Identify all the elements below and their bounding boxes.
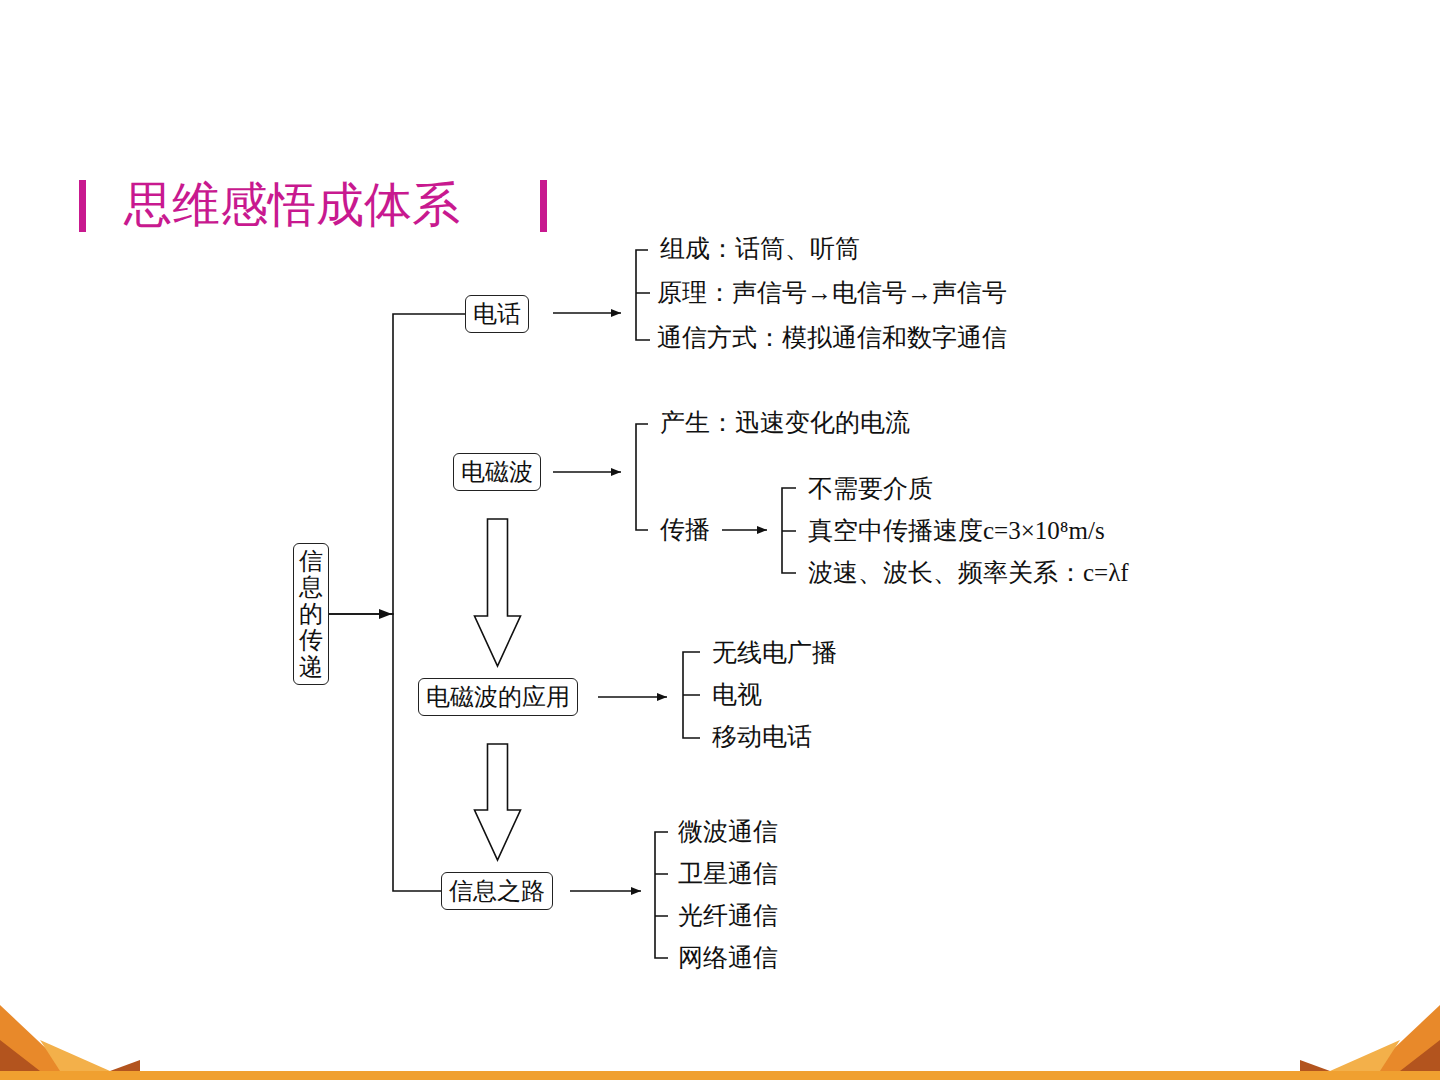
topic-box: 电磁波 [453,453,541,491]
pointer-arrow [570,890,641,892]
box-label: 信息之路 [449,876,545,906]
note-text: 无线电广播 [712,638,837,668]
box-label: 电磁波 [461,457,533,487]
note-text: 原理：声信号→电信号→声信号 [657,278,1007,308]
branch-line [329,314,465,614]
note-text: 真空中传播速度c=3×10⁸m/s [808,516,1105,546]
bottom-band [0,1071,1440,1080]
note-text: 波速、波长、频率关系：c=λf [808,558,1129,588]
note-text: 移动电话 [712,722,812,752]
hollow-arrow [475,744,521,860]
note-text: 网络通信 [678,943,778,973]
topic-box: 信息之路 [441,872,553,910]
topic-box: 电话 [465,295,529,333]
pointer-arrow [553,312,621,314]
note-text: 传播 [660,515,710,545]
corner-decoration [1400,1040,1440,1071]
note-text: 电视 [712,680,762,710]
corner-decoration [110,1060,140,1071]
corner-decoration [1330,1040,1400,1071]
bracket [683,652,700,738]
box-label: 电话 [473,299,521,329]
note-text: 卫星通信 [678,859,778,889]
bracket [636,250,650,340]
corner-decoration [0,1040,40,1071]
note-text: 不需要介质 [808,474,933,504]
topic-box: 电磁波的应用 [418,678,578,716]
topic-box: 信息的传递 [293,543,329,685]
pointer-arrow [598,696,667,698]
pointer-arrow [553,471,621,473]
title-bar [79,180,86,232]
note-text: 通信方式：模拟通信和数字通信 [657,323,1007,353]
bracket [782,488,796,573]
box-label: 信息的传递 [299,548,323,680]
note-text: 组成：话筒、听筒 [660,234,860,264]
title-bar [540,180,547,232]
pointer-arrow [722,529,767,531]
box-label: 电磁波的应用 [426,682,570,712]
note-text: 光纤通信 [678,901,778,931]
branch-line [329,614,441,891]
note-text: 产生：迅速变化的电流 [660,408,910,438]
hollow-arrow [475,519,521,666]
slide-title: 思维感悟成体系 [124,176,460,234]
bracket [655,832,668,958]
note-text: 微波通信 [678,817,778,847]
bracket [636,424,648,530]
corner-decoration [40,1040,110,1071]
corner-decoration [1300,1060,1330,1071]
